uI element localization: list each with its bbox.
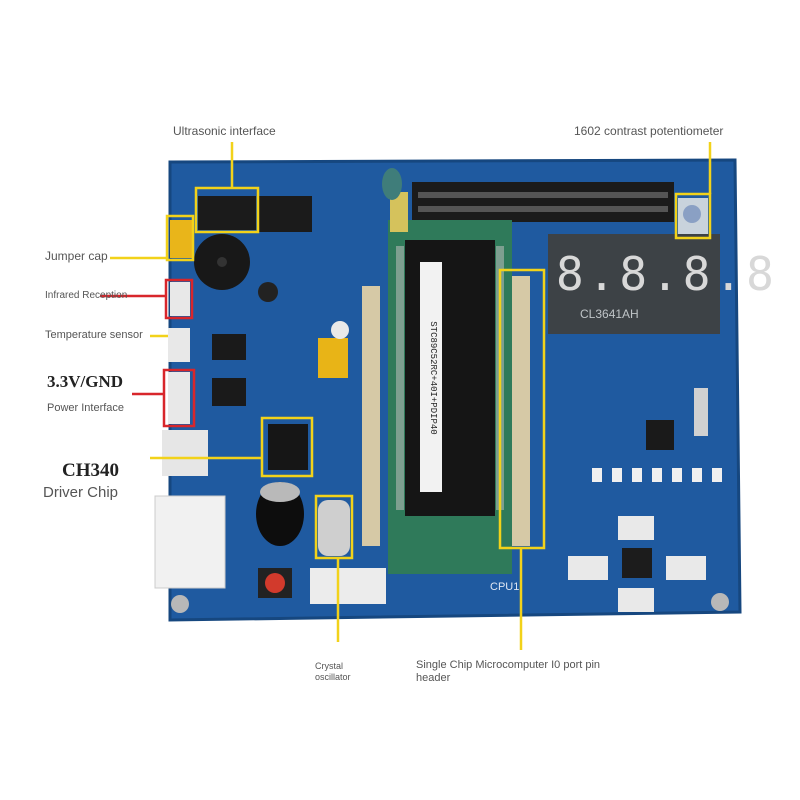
chip-label-strip xyxy=(420,262,442,492)
label-power-interface: Power Interface xyxy=(47,402,125,414)
label-crystal-2: oscillator xyxy=(315,672,351,682)
label-crystal-1: Crystal xyxy=(315,661,344,671)
top-pin-header xyxy=(412,182,674,222)
mcu-chip xyxy=(405,240,495,516)
right-port-header xyxy=(512,276,530,546)
ultrasonic-header xyxy=(198,196,256,230)
power-connector xyxy=(168,372,190,424)
connector-white-small xyxy=(162,430,208,476)
label-pin-header-1: Single Chip Microcomputer I0 port pin xyxy=(416,659,601,671)
label-pin-header-2: header xyxy=(416,672,451,684)
label-infrared: Infrared Reception xyxy=(45,290,128,301)
label-jumper: Jumper cap xyxy=(45,249,108,263)
red-highlights xyxy=(162,278,196,428)
ch340-chip xyxy=(268,424,308,470)
cpu-label: CPU1 xyxy=(490,581,519,593)
key-button-right xyxy=(666,556,706,580)
regulator-2 xyxy=(212,378,246,406)
ds1302-chip xyxy=(646,420,674,450)
display-digits: 8.8.8.8 xyxy=(556,247,778,301)
white-capacitor xyxy=(331,321,349,339)
display-model: CL3641AH xyxy=(580,307,639,321)
bottom-header xyxy=(310,568,386,604)
screw-bottom-left xyxy=(171,595,189,613)
clock-crystal xyxy=(694,388,708,436)
label-ultrasonic: Ultrasonic interface xyxy=(173,124,276,138)
temperature-connector xyxy=(168,328,190,362)
crystal xyxy=(318,500,350,556)
leader-lines-red xyxy=(100,294,166,396)
label-driver-chip: Driver Chip xyxy=(43,484,119,501)
nrf-header xyxy=(258,196,312,232)
key-button-center xyxy=(622,548,652,578)
key-button-bottom xyxy=(618,588,654,612)
label-power-voltage: 3.3V/GND xyxy=(47,372,124,391)
label-ch340: CH340 xyxy=(62,460,119,481)
seven-seg-display xyxy=(548,234,720,334)
leader-lines-yellow xyxy=(110,142,712,650)
jumper-cap xyxy=(170,220,192,258)
label-potentiometer: 1602 contrast potentiometer xyxy=(574,124,724,138)
key-button-left xyxy=(568,556,608,580)
infrared-connector xyxy=(170,282,190,316)
label-temperature: Temperature sensor xyxy=(45,329,143,341)
socket-pins-left xyxy=(396,246,404,510)
left-port-header xyxy=(362,286,380,546)
usb-b-port xyxy=(154,495,226,589)
top-header-pins xyxy=(418,192,668,212)
chip-marking: STC89C52RC+40I+PDIP40 xyxy=(428,321,438,434)
jumper-middle xyxy=(318,338,348,378)
zif-lever-knob xyxy=(382,168,402,200)
regulator-1 xyxy=(212,334,246,360)
leds-row xyxy=(592,468,722,482)
key-button-top xyxy=(618,516,654,540)
capacitor-small xyxy=(258,282,278,302)
screw-bottom-right xyxy=(711,593,729,611)
